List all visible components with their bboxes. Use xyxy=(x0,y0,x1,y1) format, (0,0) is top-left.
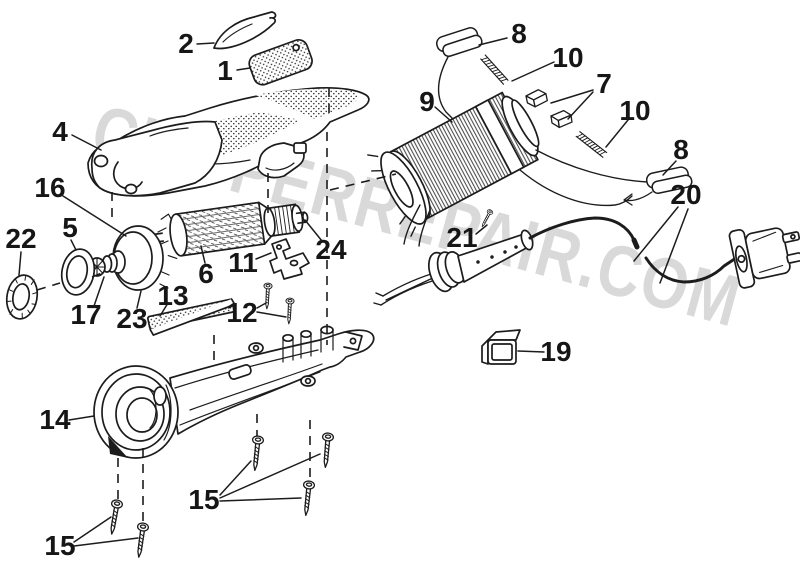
callout-19: 19 xyxy=(540,336,571,367)
cord-set-part-20 xyxy=(373,216,800,306)
nose-housing-part-4 xyxy=(90,120,223,197)
brush-spring-part-10b xyxy=(575,130,608,159)
power-plug xyxy=(728,227,800,289)
callout-17: 17 xyxy=(70,299,101,330)
assembly-dashed-lines xyxy=(36,88,397,524)
callout-15a: 15 xyxy=(44,530,75,561)
callout-7: 7 xyxy=(596,68,612,99)
callout-10a: 10 xyxy=(552,42,583,73)
brush-cap-part-8b xyxy=(623,164,694,206)
callout-10b: 10 xyxy=(619,95,650,126)
switch-part-19 xyxy=(481,329,521,365)
callout-24: 24 xyxy=(315,234,347,265)
callout-8a: 8 xyxy=(511,18,527,49)
callout-leader-lines xyxy=(18,37,689,547)
callout-16: 16 xyxy=(34,172,65,203)
callout-12: 12 xyxy=(226,297,257,328)
callout-14: 14 xyxy=(39,404,71,435)
cover-plate-part-1 xyxy=(248,38,313,86)
callout-22: 22 xyxy=(5,223,36,254)
armature-part-6 xyxy=(147,201,309,260)
callout-9: 9 xyxy=(419,86,435,117)
callout-1: 1 xyxy=(217,55,233,86)
callout-21: 21 xyxy=(446,222,477,253)
callout-8b: 8 xyxy=(673,134,689,165)
callout-15b: 15 xyxy=(188,484,219,515)
callout-23: 23 xyxy=(116,303,147,334)
callout-6: 6 xyxy=(198,258,214,289)
wire-clip-part-2 xyxy=(213,11,277,50)
bracket-part-11 xyxy=(269,238,310,280)
callout-2: 2 xyxy=(178,28,194,59)
callout-13: 13 xyxy=(157,280,188,311)
callout-11: 11 xyxy=(228,247,258,278)
washer-part-22 xyxy=(5,274,39,320)
strip-plate-part-13 xyxy=(146,298,236,336)
callout-4: 4 xyxy=(52,116,68,147)
brush-spring-part-10a xyxy=(479,54,509,86)
bearing-gear-assembly-parts-16-17-23 xyxy=(88,225,170,291)
callout-5: 5 xyxy=(62,212,78,243)
callout-20: 20 xyxy=(670,179,701,210)
screws-part-12 xyxy=(262,282,295,325)
brush-cap-part-8a xyxy=(434,24,485,60)
washer-part-5 xyxy=(60,248,96,296)
field-coil-part-9 xyxy=(367,56,649,247)
